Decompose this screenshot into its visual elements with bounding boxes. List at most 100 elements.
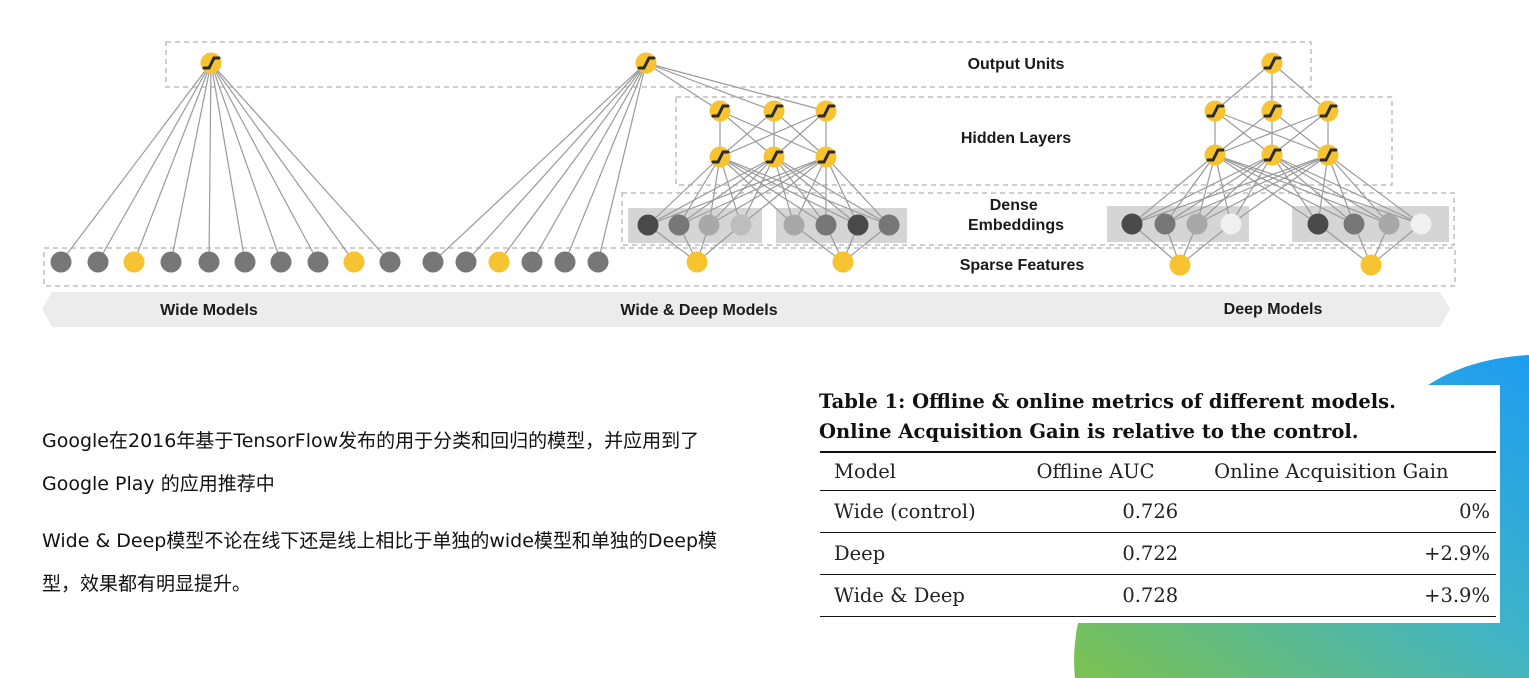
activation-unit-curve — [711, 104, 730, 118]
connection-edge — [1214, 62, 1273, 112]
connection-edge — [773, 156, 827, 226]
description-text: Google在2016年基于TensorFlow发布的用于分类和回归的模型，并应… — [42, 420, 752, 620]
connection-edge — [678, 156, 721, 226]
connection-edge — [210, 62, 319, 263]
connection-edge — [170, 62, 212, 263]
activation-unit-curve — [1206, 104, 1225, 118]
table-row: Wide & Deep 0.728 +3.9% — [820, 575, 1496, 617]
cell-gain: 0% — [1459, 500, 1490, 523]
sparse-feature-unit — [1360, 254, 1382, 276]
caption-line: Online Acquisition Gain is relative to t… — [819, 420, 1359, 443]
activation-unit-curve — [1319, 104, 1338, 118]
description-paragraph-1: Google在2016年基于TensorFlow发布的用于分类和回归的模型，并应… — [42, 430, 700, 495]
caption-line: Table 1: Offline & online metrics of dif… — [819, 390, 1396, 413]
sparse-features-label: Sparse Features — [960, 257, 1085, 274]
connection-edge — [1131, 154, 1273, 225]
activation-unit — [763, 100, 785, 122]
feature-unit — [234, 251, 256, 273]
connection-edge — [133, 62, 212, 263]
cell-auc: 0.722 — [1122, 542, 1179, 565]
connection-edge — [1230, 154, 1273, 225]
connection-edge — [210, 62, 282, 263]
feature-unit — [379, 251, 401, 273]
embedding-unit — [847, 214, 869, 236]
activation-unit-curve — [202, 56, 221, 70]
connection-edge — [1317, 154, 1329, 225]
activation-unit — [709, 146, 731, 168]
feature-unit — [488, 251, 510, 273]
feature-unit — [50, 251, 72, 273]
connection-edge — [564, 62, 647, 263]
connection-edge — [1271, 154, 1319, 225]
connection-edge — [773, 156, 890, 226]
feature-unit — [521, 251, 543, 273]
activation-unit — [1204, 144, 1226, 166]
connection-edge — [1230, 154, 1329, 225]
connection-edge — [1196, 154, 1329, 225]
connection-edge — [645, 62, 775, 112]
connection-edge — [1179, 223, 1232, 266]
table-header-row: Model Offline AUC Online Acquisition Gai… — [820, 452, 1496, 491]
connection-edge — [825, 156, 890, 226]
wide-deep-models-label: Wide & Deep Models — [620, 302, 777, 319]
connection-edge — [773, 110, 827, 158]
embedding-unit — [668, 214, 690, 236]
connection-edge — [740, 156, 827, 226]
activation-unit-curve — [711, 150, 730, 164]
activation-unit — [815, 146, 837, 168]
embedding-unit — [1378, 213, 1400, 235]
connection-edge — [1164, 154, 1273, 225]
cell-gain: +2.9% — [1424, 542, 1490, 565]
embedding-unit — [1121, 213, 1143, 235]
feature-unit — [554, 251, 576, 273]
activation-unit — [815, 100, 837, 122]
table-row: Deep 0.722 +2.9% — [820, 533, 1496, 575]
connection-edge — [597, 62, 647, 263]
connection-edge — [719, 156, 859, 226]
sparse-feature-unit — [686, 251, 708, 273]
connection-edge — [708, 156, 827, 226]
header-offline-auc: Offline AUC — [1036, 460, 1155, 483]
connection-edge — [531, 62, 647, 263]
connection-edge — [210, 62, 391, 263]
connection-edge — [465, 62, 647, 263]
activation-unit — [635, 52, 657, 74]
feature-unit — [198, 251, 220, 273]
feature-unit — [455, 251, 477, 273]
cell-auc: 0.728 — [1122, 584, 1179, 607]
table-caption: Table 1: Offline & online metrics of dif… — [819, 387, 1499, 447]
connection-edge — [1214, 154, 1355, 225]
connection-edge — [1271, 154, 1390, 225]
sparse-feature-unit — [832, 251, 854, 273]
wide-deep-architecture-diagram: Output Units Hidden Layers Dense Embeddi… — [42, 41, 1456, 327]
metrics-table: Model Offline AUC Online Acquisition Gai… — [820, 451, 1496, 617]
activation-unit — [763, 146, 785, 168]
embedding-unit — [698, 214, 720, 236]
cell-model: Wide & Deep — [834, 584, 965, 607]
connection-edge — [719, 110, 827, 158]
connection-edge — [719, 156, 742, 226]
activation-unit-curve — [1319, 148, 1338, 162]
connection-edge — [1214, 154, 1390, 225]
feature-unit — [87, 251, 109, 273]
output-units-label: Output Units — [968, 56, 1065, 73]
feature-unit — [587, 251, 609, 273]
embedding-unit — [1307, 213, 1329, 235]
connection-edge — [1370, 223, 1422, 266]
embedding-unit — [783, 214, 805, 236]
connection-edge — [210, 62, 246, 263]
connection-edge — [678, 156, 775, 226]
connection-edge — [645, 62, 827, 112]
hidden-layers-label: Hidden Layers — [961, 130, 1071, 147]
dense-label-line1: Dense — [990, 197, 1038, 214]
cell-auc: 0.726 — [1122, 500, 1179, 523]
connection-edge — [1214, 154, 1232, 225]
connection-edge — [1214, 154, 1319, 225]
cell-gain: +3.9% — [1424, 584, 1490, 607]
description-paragraph-2: Wide & Deep模型不论在线下还是线上相比于单独的wide模型和单独的De… — [42, 530, 718, 595]
cell-model: Wide (control) — [834, 500, 976, 523]
feature-unit — [160, 251, 182, 273]
connection-edge — [97, 62, 212, 263]
activation-unit-curve — [1263, 148, 1282, 162]
sparse-features-box — [43, 247, 1456, 287]
